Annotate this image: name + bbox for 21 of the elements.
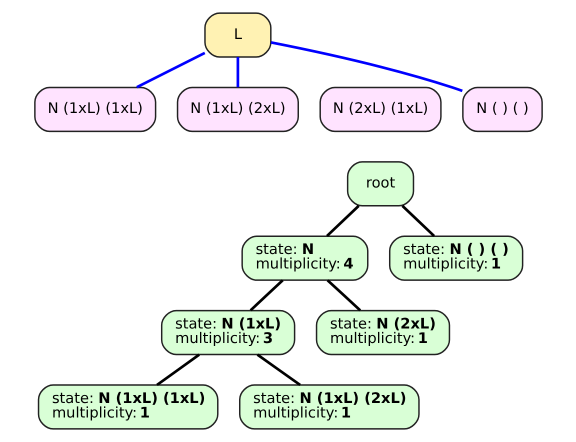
node-box: state: N (1xL) (2xL) multiplicity: 1 <box>238 384 420 430</box>
connector <box>236 57 239 88</box>
connector <box>249 279 284 312</box>
connector <box>401 204 434 237</box>
node-box: state: N (1xL) multiplicity: 3 <box>160 310 295 356</box>
connector <box>326 279 361 312</box>
node-box: N (2xL) (1xL) <box>318 86 442 132</box>
connector <box>136 52 205 88</box>
connector <box>256 354 300 386</box>
node-box: N (1xL) (2xL) <box>176 86 298 132</box>
connector <box>270 41 462 92</box>
connector <box>326 204 360 237</box>
connector <box>156 354 200 386</box>
node-box: root <box>346 161 414 206</box>
node-box: state: N ( ) ( ) multiplicity: 1 <box>388 236 523 281</box>
node-box: state: N (1xL) (1xL) multiplicity: 1 <box>37 384 218 430</box>
node-box: N ( ) ( ) <box>462 86 542 132</box>
node-box: state: N (2xL) multiplicity: 1 <box>315 310 450 356</box>
node-box: state: N multiplicity: 4 <box>240 236 368 281</box>
node-box: L <box>204 12 272 58</box>
node-box: N (1xL) (1xL) <box>34 86 156 132</box>
